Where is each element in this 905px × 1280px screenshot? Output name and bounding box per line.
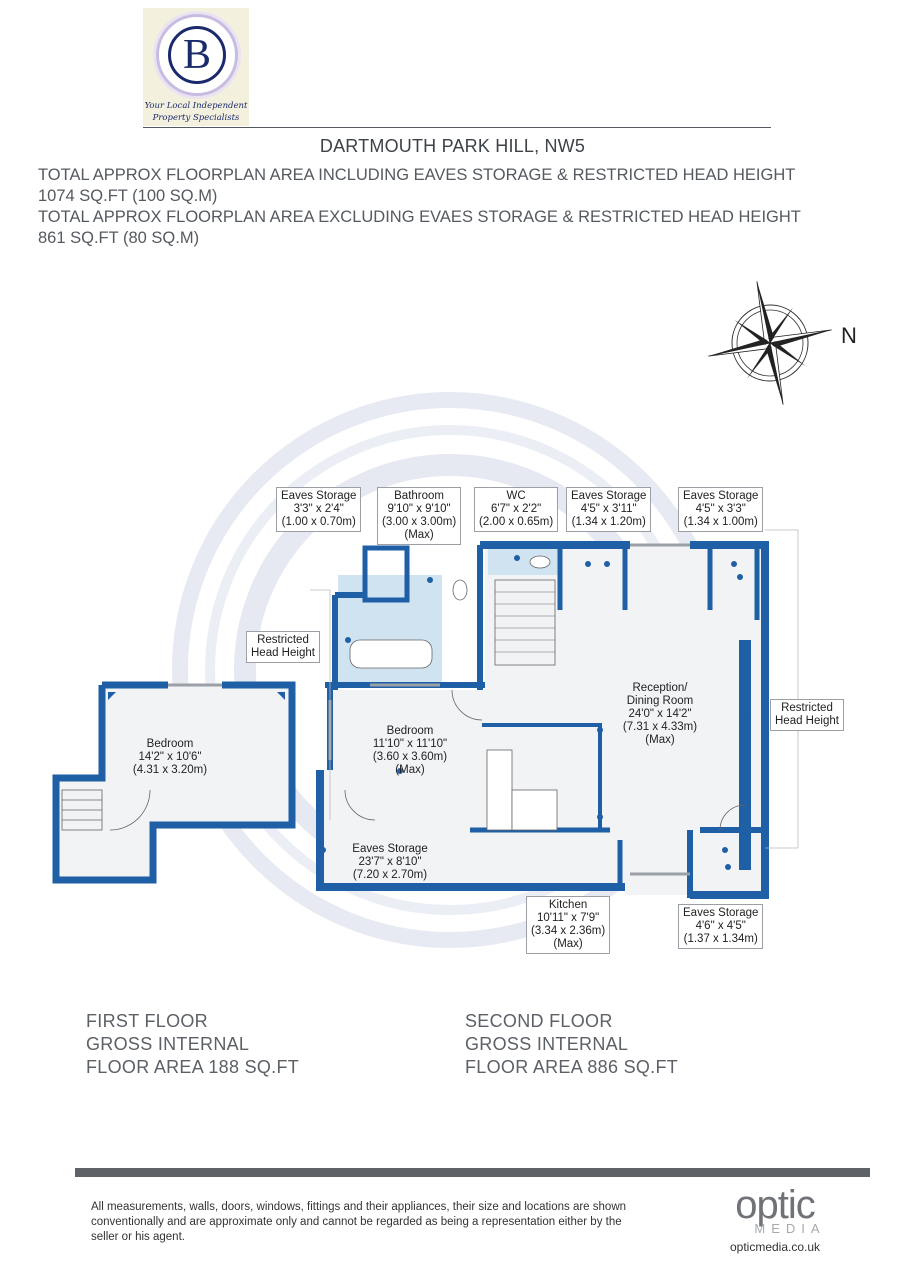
room-name-line1: Reception/ [632,682,688,694]
footer-divider [75,1168,870,1177]
agent-logo: B Your Local Independent Property Specia… [143,8,249,126]
room-note: (Max) [395,764,425,776]
floor-name: FIRST FLOOR [86,1011,208,1031]
callout-line1: Restricted [781,702,833,714]
room-dims: 11'10" x 11'10" [372,738,448,750]
room-metric: (4.31 x 3.20m) [132,764,208,776]
optic-media-logo: optic MEDIA opticmedia.co.uk [700,1185,850,1254]
logo-emblem: B [156,14,238,96]
eaves-storage-long-label: Eaves Storage 23'7" x 8'10" (7.20 x 2.70… [340,843,440,882]
logo-letter: B [168,26,226,84]
callout-name: Eaves Storage [683,907,759,919]
eaves-storage-callout-1: Eaves Storage 3'3" x 2'4" (1.00 x 0.70m) [276,487,362,532]
callout-name: Eaves Storage [281,490,357,502]
area-including-value: 1074 SQ.FT (100 SQ.M) [38,187,218,205]
disclaimer-text: All measurements, walls, doors, windows,… [91,1201,627,1243]
floor-subtitle: GROSS INTERNAL [86,1034,250,1054]
room-dims: 14'2" x 10'6" [138,751,202,763]
room-name: Bedroom [386,725,434,737]
callout-dims: 4'6" x 4'5" [695,920,746,932]
floor-area: FLOOR AREA 886 SQ.FT [465,1057,679,1077]
restricted-head-height-right: Restricted Head Height [770,699,844,731]
brand-sub: MEDIA [754,1221,826,1236]
room-dims: 24'0" x 14'2" [628,708,692,720]
callout-name: WC [506,490,526,502]
room-name: Eaves Storage [352,843,428,855]
logo-tagline-line2: Property Specialists [152,113,240,123]
callout-name: Eaves Storage [683,490,759,502]
header-divider [143,127,771,128]
callout-metric: (3.00 x 3.00m) [382,516,457,528]
eaves-storage-callout-3: Eaves Storage 4'5" x 3'3" (1.34 x 1.00m) [678,487,764,532]
callout-metric: (1.34 x 1.20m) [571,516,646,528]
callout-metric: (1.00 x 0.70m) [281,516,356,528]
kitchen-callout: Kitchen 10'11" x 7'9" (3.34 x 2.36m) (Ma… [526,896,611,954]
eaves-storage-callout-4: Eaves Storage 4'6" x 4'5" (1.37 x 1.34m) [678,904,764,949]
second-floor-area: SECOND FLOOR GROSS INTERNAL FLOOR AREA 8… [465,1010,678,1079]
callout-dims: 4'5" x 3'3" [695,503,746,515]
callout-line2: Head Height [251,647,315,659]
north-label: N [841,323,857,348]
room-note: (Max) [645,734,675,746]
floor-area: FLOOR AREA 188 SQ.FT [86,1057,300,1077]
floor-name: SECOND FLOOR [465,1011,613,1031]
area-excluding-value: 861 SQ.FT (80 SQ.M) [38,229,200,247]
callout-dims: 6'7" x 2'2" [490,503,542,515]
floor-subtitle: GROSS INTERNAL [465,1034,629,1054]
callout-dims: 10'11" x 7'9" [536,912,600,924]
first-floor-bedroom-label: Bedroom 14'2" x 10'6" (4.31 x 3.20m) [125,738,215,777]
brand-url: opticmedia.co.uk [729,1240,821,1254]
callout-note: (Max) [404,529,434,541]
room-metric: (7.20 x 2.70m) [352,869,428,881]
area-including-label: TOTAL APPROX FLOORPLAN AREA INCLUDING EA… [38,166,796,184]
second-floor-plan [310,529,799,899]
callout-metric: (1.34 x 1.00m) [683,516,758,528]
eaves-storage-callout-2: Eaves Storage 4'5" x 3'11" (1.34 x 1.20m… [566,487,652,532]
room-name: Bedroom [146,738,194,750]
wc-callout: WC 6'7" x 2'2" (2.00 x 0.65m) [474,487,559,532]
bathroom-callout: Bathroom 9'10" x 9'10" (3.00 x 3.00m) (M… [377,487,462,545]
logo-tagline-line1: Your Local Independent [144,101,248,111]
room-name-line2: Dining Room [626,695,694,707]
first-floor-area: FIRST FLOOR GROSS INTERNAL FLOOR AREA 18… [86,1010,299,1079]
brand-word: optic [735,1183,816,1227]
callout-dims: 4'5" x 3'11" [580,503,637,515]
callout-name: Kitchen [548,899,588,911]
room-dims: 23'7" x 8'10" [358,856,422,868]
restricted-head-height-left: Restricted Head Height [246,631,320,663]
callout-dims: 3'3" x 2'4" [293,503,344,515]
callout-name: Bathroom [394,490,444,502]
room-metric: (7.31 x 4.33m) [622,721,698,733]
callout-line1: Restricted [257,634,309,646]
callout-note: (Max) [553,938,583,950]
reception-label: Reception/ Dining Room 24'0" x 14'2" (7.… [610,682,710,747]
callout-metric: (3.34 x 2.36m) [531,925,606,937]
bedroom-label: Bedroom 11'10" x 11'10" (3.60 x 3.60m) (… [360,725,460,777]
callout-line2: Head Height [775,715,839,727]
callout-metric: (2.00 x 0.65m) [479,516,554,528]
first-floor-plan [52,681,296,884]
callout-metric: (1.37 x 1.34m) [683,933,758,945]
room-metric: (3.60 x 3.60m) [372,751,448,763]
area-excluding-label: TOTAL APPROX FLOORPLAN AREA EXCLUDING EV… [38,208,801,226]
callout-name: Eaves Storage [571,490,647,502]
page-title: DARTMOUTH PARK HILL, NW5 [319,136,586,156]
compass-icon [708,281,832,405]
callout-dims: 9'10" x 9'10" [387,503,451,515]
